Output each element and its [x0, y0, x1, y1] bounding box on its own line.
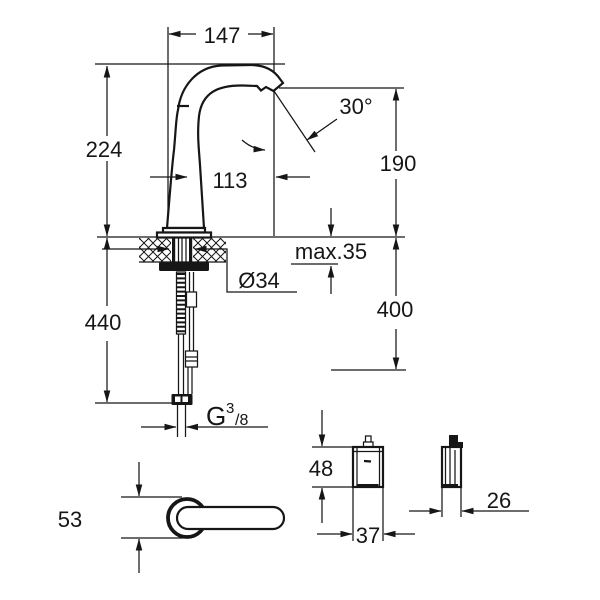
dimension-dia34: Ø34: [102, 245, 297, 293]
deck-hatch-left: [139, 238, 171, 262]
dimension-440: 440: [85, 237, 122, 403]
handle-top-view: 53: [58, 462, 286, 573]
faucet-body-outline: [165, 63, 285, 230]
box-indicator-dash: [363, 459, 372, 463]
dimension-113: 113: [150, 168, 310, 193]
faucet-profile: [155, 63, 285, 239]
thread-numerator-label: 3: [226, 400, 234, 417]
deck-hatch-right: [193, 238, 226, 262]
flexible-hose: [184, 272, 199, 394]
thread-denominator-label: /8: [235, 412, 248, 429]
dim-53-label: 53: [58, 507, 82, 532]
handle-lever: [175, 505, 286, 531]
threaded-stud: [175, 271, 187, 394]
dimension-48: 48: [309, 410, 333, 523]
dimension-37: 37: [317, 523, 415, 548]
dimension-400: 400: [377, 237, 414, 370]
dimension-53: 53: [58, 462, 143, 573]
thread-g-label: G: [206, 401, 226, 431]
dim-48-label: 48: [309, 456, 333, 481]
side-box-clip: [449, 435, 458, 447]
dim-440-label: 440: [85, 310, 122, 335]
mounting-shank: [172, 237, 193, 262]
angle-30-label: 30°: [339, 94, 372, 119]
dimension-224: 224: [86, 65, 123, 237]
max35-label: max.35: [295, 239, 367, 264]
dim-400-label: 400: [377, 297, 414, 322]
dim-26-label: 26: [487, 488, 511, 513]
control-box-front-view: 48 37: [309, 410, 415, 548]
dimension-190: 190: [380, 88, 417, 237]
side-box-foot: [443, 484, 458, 488]
mounting-nut: [159, 262, 209, 271]
hose-thread-connector: [171, 394, 193, 437]
box-foot: [357, 484, 379, 488]
dim-37-label: 37: [356, 523, 380, 548]
dim-190-label: 190: [380, 151, 417, 176]
faucet-base-flange: [155, 231, 213, 239]
control-box-side-view: 26: [409, 435, 529, 517]
dimension-147: 147: [168, 23, 274, 48]
outlet-angle-line: [273, 90, 316, 153]
side-box-body: [440, 445, 463, 489]
dimension-26: 26: [409, 488, 529, 515]
dim-224-label: 224: [86, 137, 123, 162]
dim-147-label: 147: [204, 23, 241, 48]
angle-arc-arrow: [241, 139, 266, 153]
angle-30-callout: 30°: [241, 90, 373, 153]
mounting-assembly: [139, 237, 226, 437]
dimension-max35: max.35: [295, 208, 367, 294]
side-box-clip-tab: [458, 442, 463, 448]
dim-113-label: 113: [212, 168, 247, 193]
dia34-label: Ø34: [238, 268, 280, 293]
thread-g38-callout: G 3 /8: [141, 400, 268, 431]
